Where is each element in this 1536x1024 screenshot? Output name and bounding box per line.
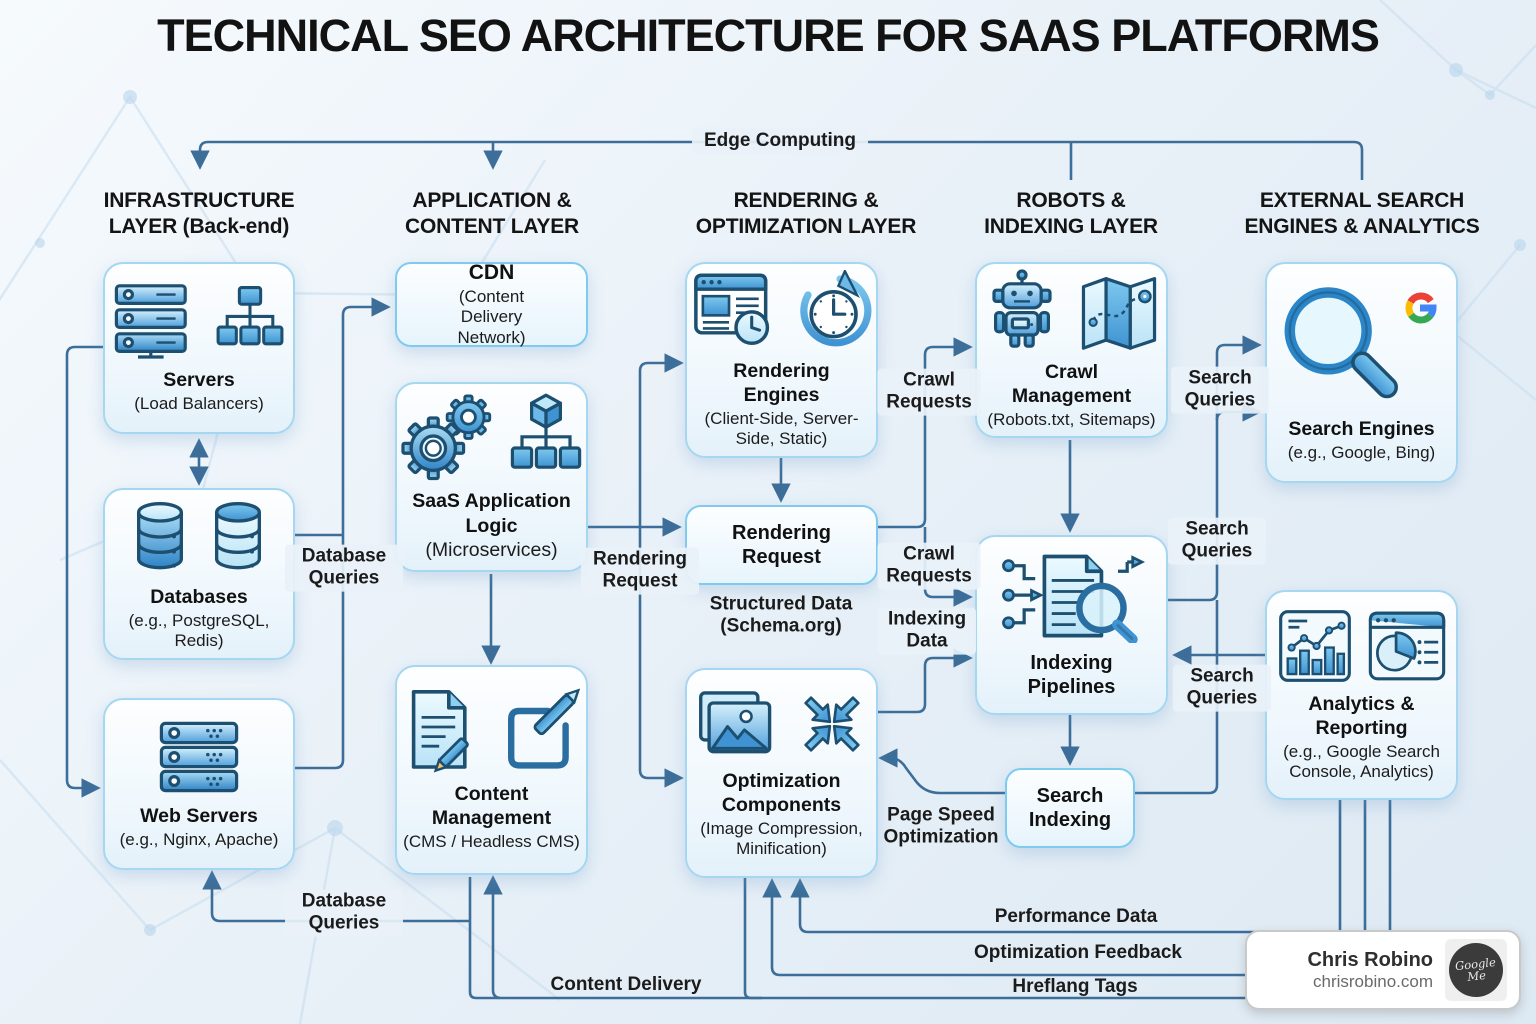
node-subtitle: (e.g., Google Search Console, Analytics): [1283, 741, 1440, 782]
edge-label-search-queries-bottom: Search Queries: [1173, 664, 1271, 712]
node-rendering-request[interactable]: Rendering Request: [685, 505, 878, 585]
node-title: Indexing Pipelines: [1027, 651, 1116, 698]
magnifier-icon: [1284, 286, 1398, 399]
node-rendering-engines[interactable]: Rendering Engines (Client-Side, Server-S…: [685, 262, 878, 458]
gears-icon: [400, 394, 491, 481]
node-title: Analytics & Reporting: [1308, 692, 1415, 739]
server-rack-icon: [159, 722, 239, 793]
node-saas-application-logic[interactable]: SaaS Application Logic (Microservices): [395, 382, 588, 572]
node-subtitle: (e.g., PostgreSQL, Redis): [128, 610, 270, 651]
column-header-rendering: RENDERING &OPTIMIZATION LAYER: [695, 189, 917, 238]
robot-icon: [991, 269, 1052, 349]
edge-label-content-delivery: Content Delivery: [550, 973, 702, 995]
document-edit-icon: [411, 690, 469, 773]
column-header-application: APPLICATION &CONTENT LAYER: [405, 189, 579, 238]
node-title: Search Indexing: [1028, 784, 1112, 831]
node-search-indexing[interactable]: Search Indexing: [1005, 768, 1135, 848]
node-subtitle: (Load Balancers): [134, 394, 264, 414]
google-logo-icon: [1405, 292, 1437, 324]
node-title: Databases: [150, 585, 248, 608]
node-servers[interactable]: Servers (Load Balancers): [103, 262, 295, 434]
edge-label-performance-data: Performance Data: [994, 905, 1158, 927]
column-header-robots: ROBOTS &INDEXING LAYER: [984, 189, 1158, 238]
author-name: Chris Robino: [1307, 948, 1433, 971]
node-subtitle: (CMS / Headless CMS): [403, 831, 580, 851]
author-badge[interactable]: Chris Robino chrisrobino.com Google Me: [1245, 930, 1521, 1010]
edge-label-search-queries-mid: Search Queries: [1168, 517, 1266, 565]
node-databases[interactable]: Databases (e.g., PostgreSQL, Redis): [103, 488, 295, 660]
compress-arrows-icon: [803, 696, 860, 752]
document-search-icon: [1001, 554, 1145, 643]
node-subtitle: (Robots.txt, Sitemaps): [987, 409, 1156, 429]
browser-clock-icon: [693, 273, 769, 346]
logo-text-line2: Me: [1466, 968, 1487, 984]
author-website[interactable]: chrisrobino.com: [1313, 971, 1433, 991]
node-crawl-management[interactable]: Crawl Management (Robots.txt, Sitemaps): [975, 262, 1168, 438]
structured-data-caption: Structured Data (Schema.org): [709, 593, 853, 637]
node-title: Content Management: [431, 783, 552, 830]
edge-label-optimization-feedback: Optimization Feedback: [974, 941, 1182, 963]
node-cdn[interactable]: CDN (Content Delivery Network): [395, 261, 588, 348]
database-icon: [137, 501, 183, 570]
node-subtitle: (e.g., Nginx, Apache): [119, 830, 279, 850]
edit-square-icon: [507, 688, 580, 769]
edge-label-hreflang-tags: Hreflang Tags: [1012, 975, 1138, 997]
node-title: SaaS Application Logic (Microservices): [412, 490, 571, 562]
edge-label-crawl-requests-mid: Crawl Requests: [877, 542, 981, 590]
edge-label-crawl-requests-top: Crawl Requests: [877, 368, 981, 416]
edge-label-database-queries-top: Database Queries: [285, 544, 403, 592]
google-me-logo-icon: Google Me: [1445, 939, 1507, 1001]
page-title: TECHNICAL SEO ARCHITECTURE FOR SAAS PLAT…: [157, 10, 1380, 61]
node-title: CDN: [468, 261, 515, 285]
clock-refresh-icon: [799, 269, 871, 347]
node-content-management[interactable]: Content Management (CMS / Headless CMS): [395, 665, 588, 875]
node-subtitle: (Client-Side, Server-Side, Static): [704, 408, 859, 449]
database-icon: [215, 501, 261, 570]
node-subtitle: (Content Delivery Network): [457, 286, 526, 348]
sitemap-map-icon: [1081, 277, 1156, 351]
network-tree-icon: [216, 286, 284, 346]
microservices-tree-icon: [510, 394, 581, 470]
node-title: Rendering Request: [732, 521, 831, 568]
edge-computing-label: Edge Computing: [692, 127, 868, 155]
node-title: Search Engines: [1288, 417, 1435, 440]
edge-label-database-queries-bottom: Database Queries: [285, 889, 403, 937]
node-subtitle: (e.g., Google, Bing): [1287, 442, 1436, 462]
node-title: Rendering Engines: [733, 359, 830, 406]
node-analytics-reporting[interactable]: Analytics & Reporting (e.g., Google Sear…: [1265, 590, 1458, 800]
node-title: Optimization Components: [721, 769, 842, 816]
node-subtitle: (Image Compression, Minification): [700, 818, 863, 859]
bar-chart-icon: [1278, 610, 1351, 682]
node-title: Crawl Management: [1011, 361, 1132, 408]
edge-label-rendering-request: Rendering Request: [581, 547, 699, 595]
edge-label-page-speed: Page Speed Optimization: [883, 804, 999, 848]
image-icon: [698, 691, 771, 754]
edge-label-search-queries-top: Search Queries: [1171, 366, 1269, 414]
node-web-servers[interactable]: Web Servers (e.g., Nginx, Apache): [103, 698, 295, 870]
node-search-engines[interactable]: Search Engines (e.g., Google, Bing): [1265, 262, 1458, 483]
node-title: Web Servers: [140, 805, 258, 828]
server-rack-icon: [114, 284, 187, 359]
node-indexing-pipelines[interactable]: Indexing Pipelines: [975, 535, 1168, 715]
edge-label-indexing-data: Indexing Data: [878, 607, 976, 655]
node-title: Servers: [163, 369, 235, 392]
node-optimization-components[interactable]: Optimization Components (Image Compressi…: [685, 668, 878, 878]
pie-report-icon: [1368, 611, 1445, 681]
